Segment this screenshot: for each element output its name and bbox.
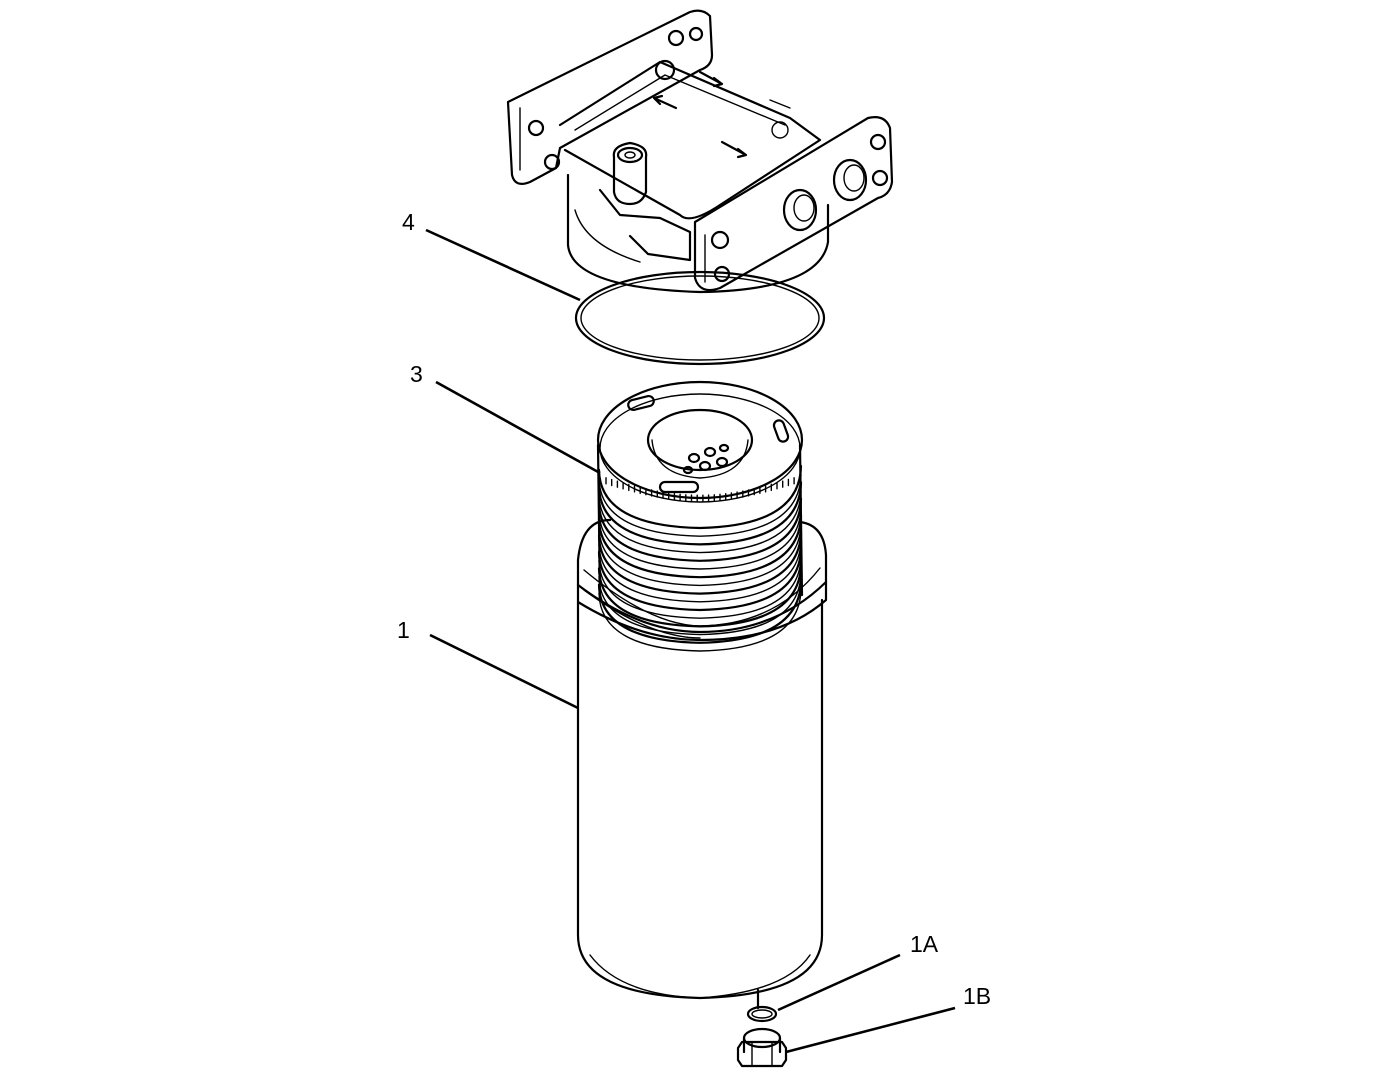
callout-1: 1 bbox=[397, 617, 410, 643]
pleat-ring bbox=[597, 481, 803, 546]
callout-4: 4 bbox=[402, 209, 415, 235]
pleat-ring bbox=[597, 530, 803, 595]
pleat-ring bbox=[598, 588, 802, 652]
base-o-ring bbox=[574, 270, 826, 366]
filter-base bbox=[506, 9, 894, 294]
callout-1a: 1A bbox=[910, 931, 939, 957]
pleat-ring bbox=[598, 473, 802, 537]
leader-3 bbox=[435, 380, 601, 475]
pleat-ring bbox=[598, 539, 802, 603]
drain-seal bbox=[746, 988, 778, 1023]
leader-1a bbox=[777, 953, 901, 1012]
pleat-ring bbox=[597, 546, 803, 612]
pleat-ring bbox=[598, 506, 802, 570]
leader-1 bbox=[429, 633, 579, 710]
pleat-ring bbox=[597, 497, 803, 562]
filter-housing bbox=[576, 518, 828, 1000]
pleat-ring bbox=[597, 514, 803, 579]
filter-element bbox=[596, 380, 804, 652]
pleat-ring bbox=[597, 579, 803, 644]
callout-3: 3 bbox=[410, 361, 423, 387]
leader-1b bbox=[785, 1006, 956, 1054]
leader-lines bbox=[425, 228, 956, 1054]
pleat-ring bbox=[597, 464, 803, 530]
filter-pleats bbox=[597, 464, 803, 652]
pleat-ring bbox=[598, 489, 802, 554]
leader-4 bbox=[425, 228, 581, 302]
pleat-ring bbox=[598, 522, 802, 587]
drain-plug bbox=[736, 1027, 788, 1068]
callout-labels: 4 3 1 1A 1B bbox=[397, 209, 991, 1009]
callout-1b: 1B bbox=[963, 983, 991, 1009]
